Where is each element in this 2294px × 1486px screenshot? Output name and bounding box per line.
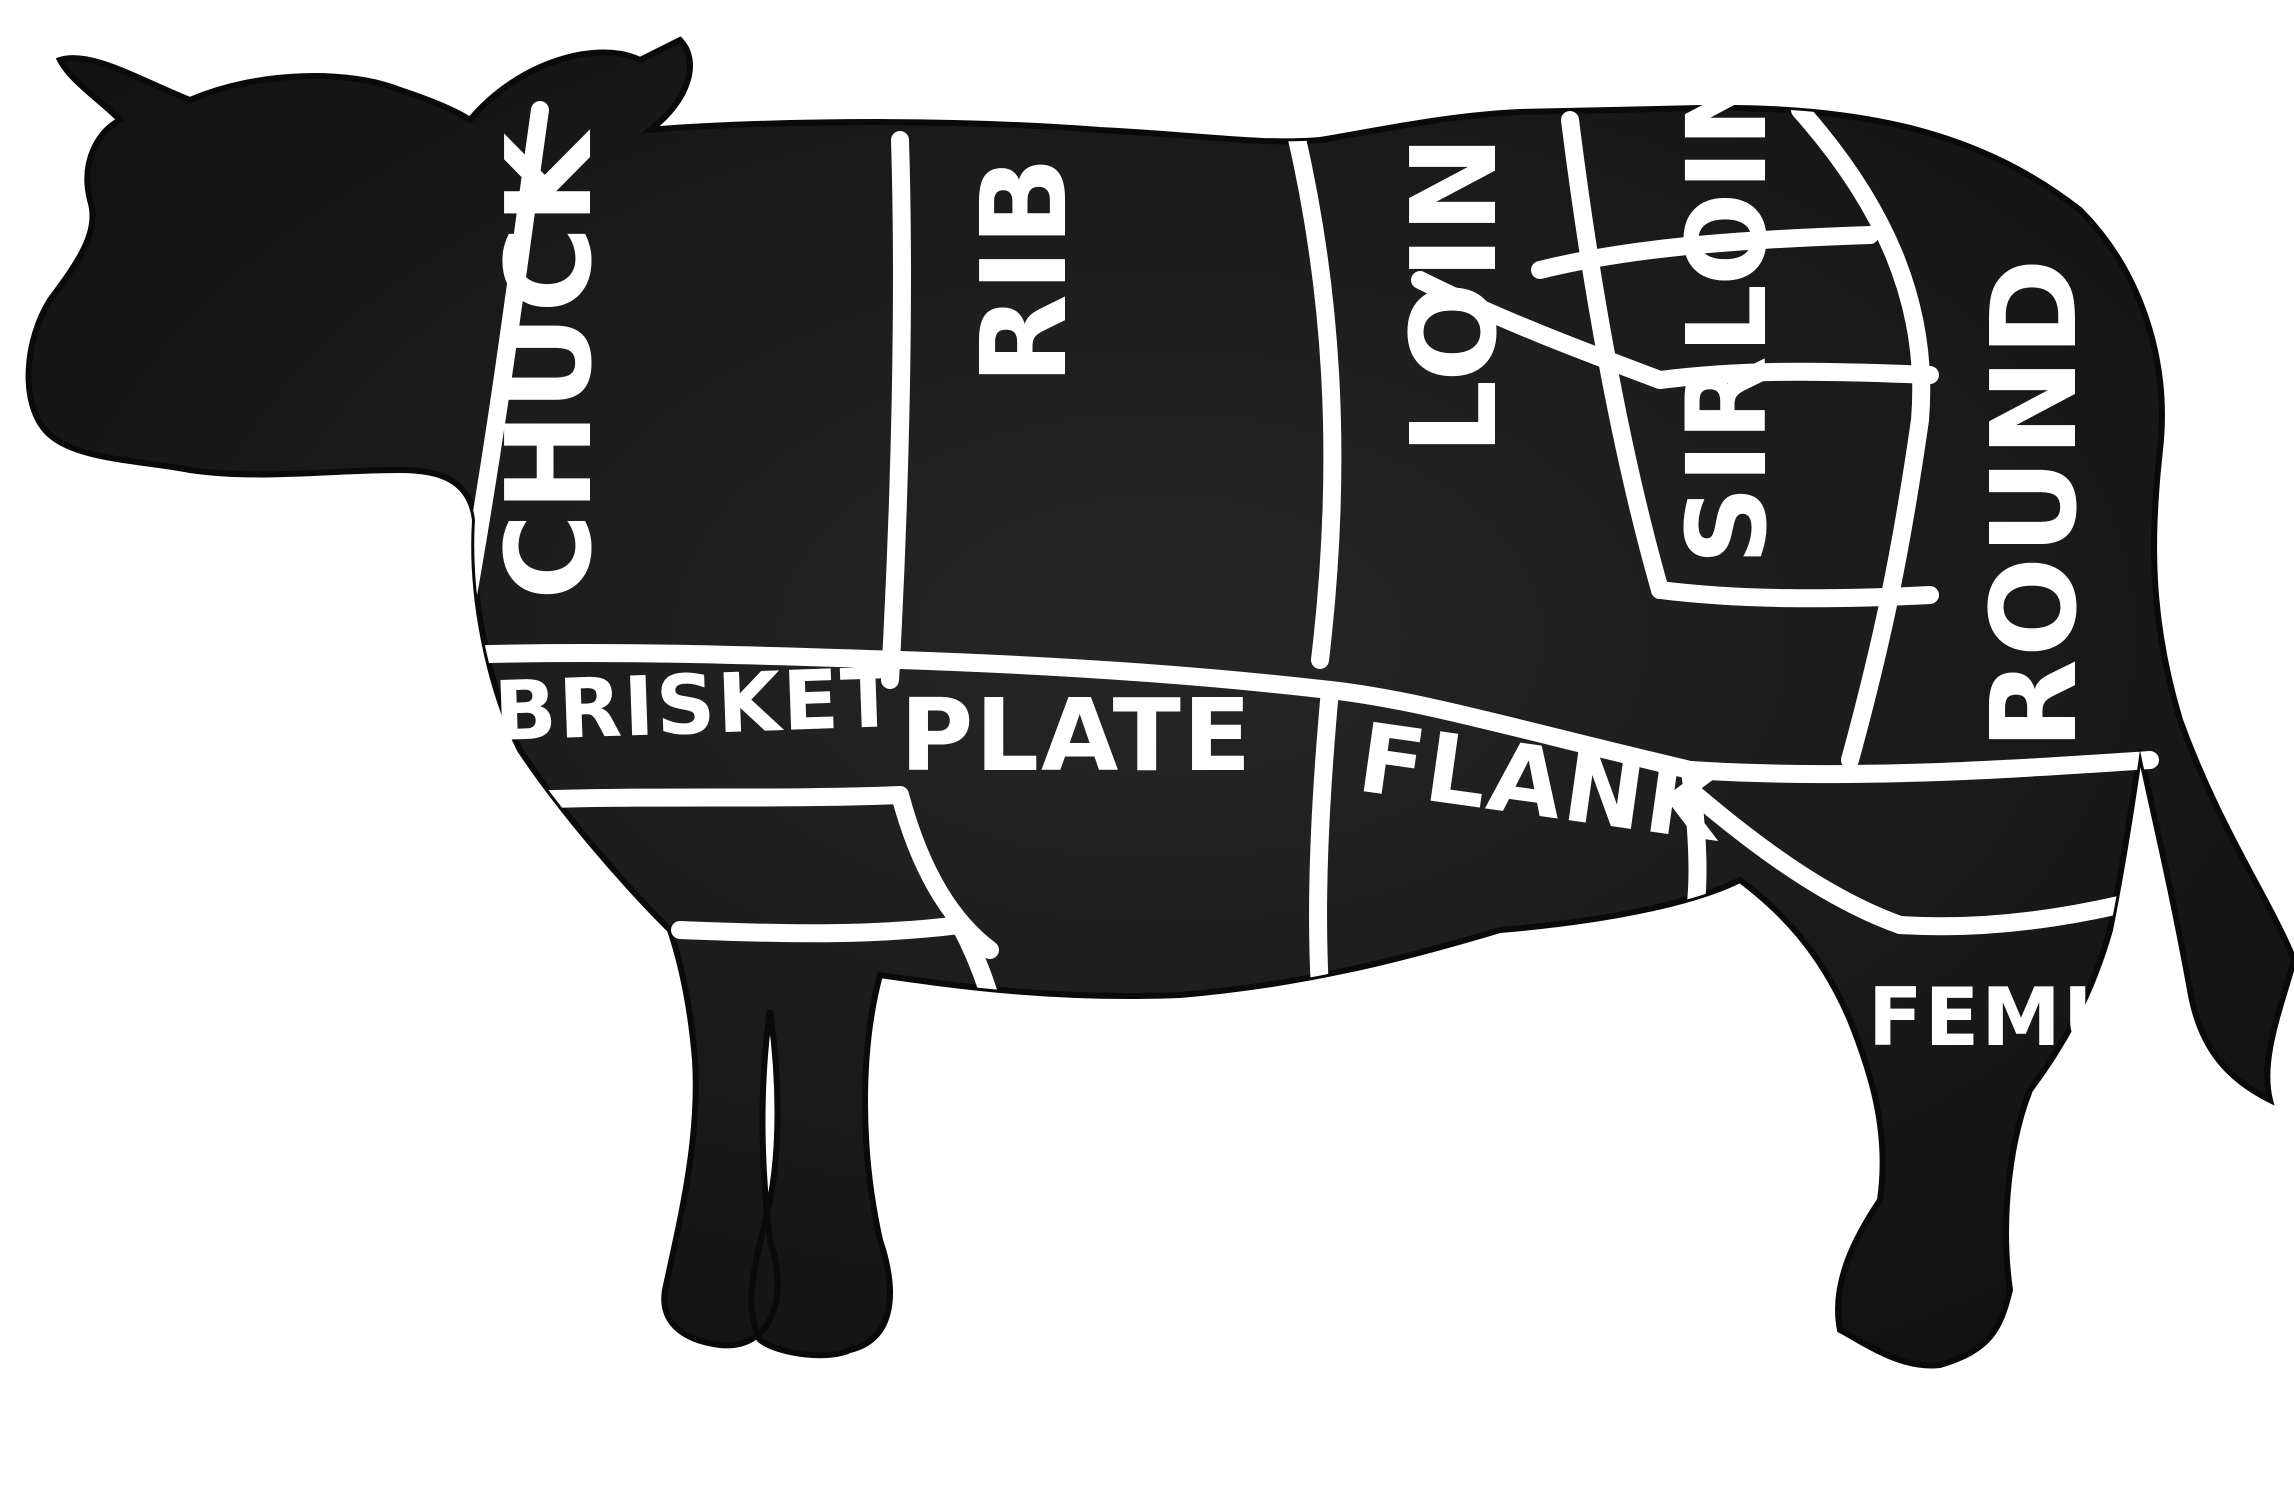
label-sirloin: SIRLOIN [1663,53,1791,565]
label-brisket: BRISKET [492,651,900,760]
label-round: ROUND [1965,256,2103,750]
label-chuck: CHUCK [480,128,618,600]
label-rib: RIB [955,154,1093,385]
label-loin: LOIN [1385,133,1523,455]
label-femur: FEMUR [1868,971,2193,1064]
label-plate: PLATE [900,677,1253,794]
